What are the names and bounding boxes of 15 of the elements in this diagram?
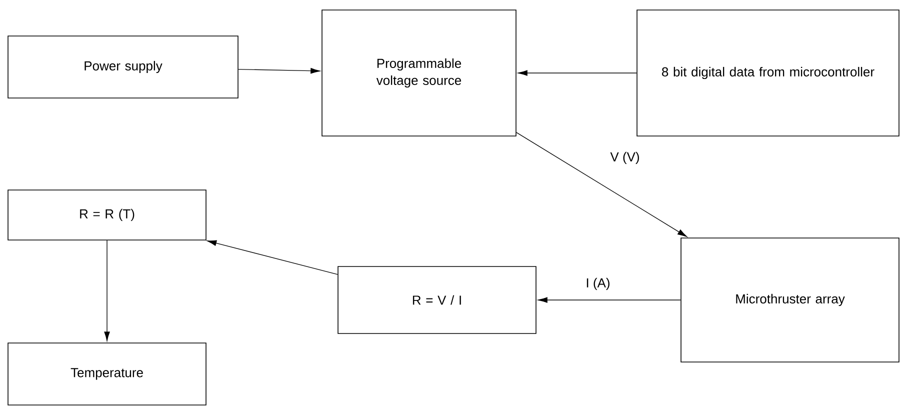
process-box: R = V / I — [338, 266, 536, 334]
arrow — [516, 132, 687, 237]
arrow — [104, 240, 110, 341]
process-box: Programmable voltage source — [322, 10, 516, 136]
edge-label: I (A) — [584, 276, 612, 292]
arrow — [518, 70, 637, 76]
process-box: 8 bit digital data from microcontroller — [636, 10, 900, 136]
process-box: Power supply — [8, 36, 238, 98]
edge-label: V (V) — [609, 150, 641, 166]
arrow — [207, 240, 338, 275]
arrow — [538, 297, 681, 303]
arrow — [238, 68, 320, 74]
process-box: Temperature — [8, 342, 206, 406]
process-box: R = R (T) — [8, 190, 206, 240]
process-box: Microthruster array — [680, 238, 900, 362]
